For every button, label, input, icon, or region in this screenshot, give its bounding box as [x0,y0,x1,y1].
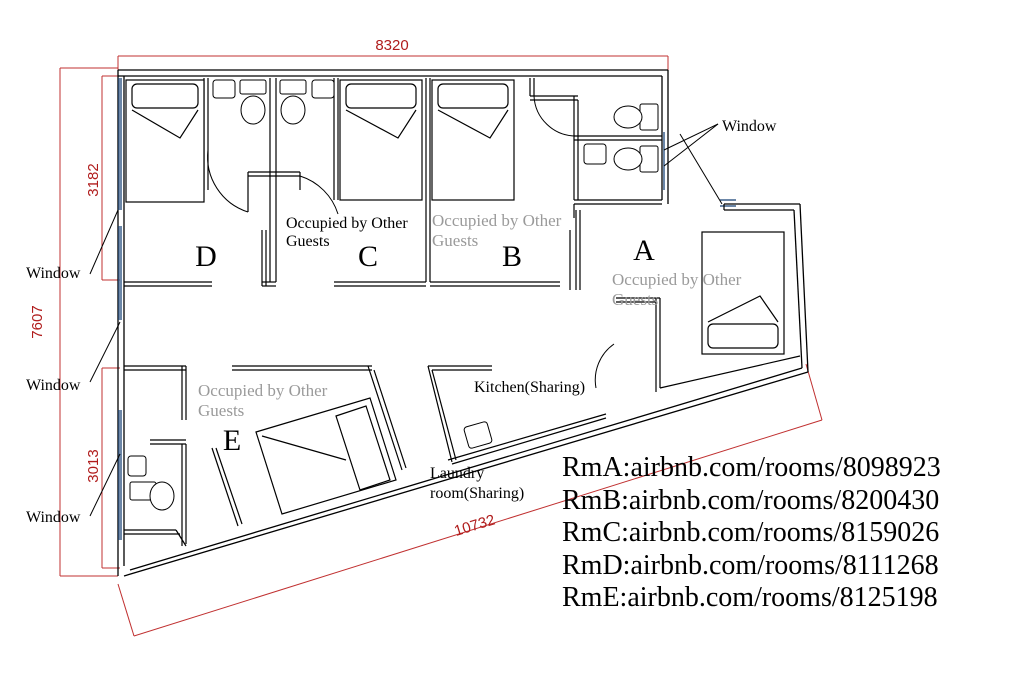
label-window-left-upper: Window [26,265,81,282]
label-occupied-c: Occupied by Other [286,215,408,232]
label-occupied-e-guests: Guests [198,401,244,420]
room-link-a: RmA:airbnb.com/rooms/8098923 [562,452,941,483]
room-label-c: C [358,240,378,273]
bed-room-d [125,79,205,203]
windows [118,78,736,540]
dimension-left-lower: 3013 [85,449,102,482]
label-occupied-a-guests: Guests [612,290,658,309]
bath-fixtures [127,79,659,511]
room-link-b: RmB:airbnb.com/rooms/8200430 [562,484,940,516]
dimension-top-width: 8320 [375,37,408,54]
bed-room-c [339,79,423,201]
room-link-e: RmE:airbnb.com/rooms/8125198 [562,582,938,613]
room-link-c: RmC:airbnb.com/rooms/8159026 [562,517,940,548]
room-link-d: RmD:airbnb.com/rooms/8111268 [562,549,939,581]
label-occupied-e: Occupied by Other [198,381,328,400]
room-label-e: E [223,424,241,457]
beds [125,79,785,515]
dimension-total-height: 7607 [29,305,46,338]
label-occupied-b: Occupied by Other [432,211,562,230]
dimension-diagonal: 10732 [452,511,497,539]
label-occupied-b-guests: Guests [432,231,478,250]
dimension-lines [59,55,823,637]
room-label-d: D [195,240,217,273]
label-occupied-a: Occupied by Other [612,270,742,289]
label-window-top-right: Window [722,118,777,135]
leader-lines [89,123,723,517]
label-window-left-mid: Window [26,377,81,394]
bed-room-a [701,231,785,355]
label-occupied-c-guests: Guests [286,233,330,250]
door-swings [207,95,615,389]
room-label-a: A [633,234,655,267]
label-kitchen: Kitchen(Sharing) [474,379,585,396]
dimension-left-upper: 3182 [85,163,102,196]
outer-walls [117,69,809,577]
room-link-list: RmA:airbnb.com/rooms/8098923 RmB:airbnb.… [562,452,941,615]
bed-room-e [255,397,397,515]
label-laundry: Laundry [430,465,484,482]
bed-room-b [431,79,515,201]
room-label-b: B [502,240,522,273]
label-window-left-lower: Window [26,509,81,526]
label-laundry-sharing: room(Sharing) [430,485,524,502]
